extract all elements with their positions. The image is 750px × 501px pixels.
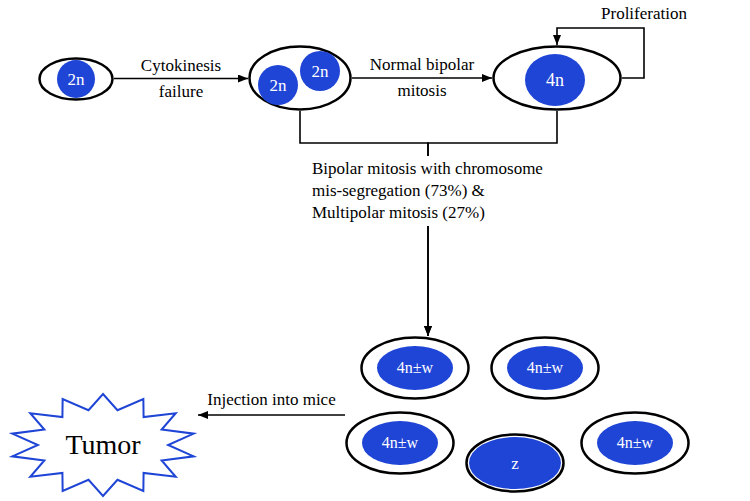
nucleus-label: 2n: [68, 71, 85, 88]
cell-membrane: [250, 47, 351, 110]
cell-membrane: [362, 338, 469, 399]
arrow: [114, 78, 248, 80]
arrow-label: Bipolar mitosis with chromosome mis-segr…: [308, 156, 548, 226]
cell-membrane: [347, 413, 454, 474]
nucleus-label: 4n±w: [382, 435, 418, 451]
cell-membrane: [40, 59, 113, 100]
nucleus-label: 4n±w: [527, 360, 563, 376]
nucleus: [469, 437, 561, 489]
tumor-label: Tumor: [65, 431, 140, 459]
cell-membrane: [582, 413, 689, 474]
nucleus-label: 4n±w: [397, 360, 433, 376]
cell: 4n±w: [580, 411, 690, 475]
cell: z: [465, 433, 565, 493]
cell: 2n: [38, 57, 114, 101]
arrow: [198, 414, 345, 416]
nucleus-label: 4n: [546, 71, 564, 89]
nucleus: [362, 421, 438, 465]
arrow-label: Proliferation: [601, 4, 687, 24]
arrow-label: Cytokinesis failure: [121, 53, 241, 105]
nucleus: [597, 421, 673, 465]
cell-membrane: [494, 47, 621, 110]
star-shape: [12, 394, 193, 496]
cell-membrane: [467, 435, 564, 492]
nucleus-label: 4n±w: [617, 435, 653, 451]
arrow-label: Normal bipolar mitosis: [359, 52, 485, 104]
cell-outline: [248, 45, 352, 111]
nucleus: [525, 54, 585, 106]
cell: 2n 2n: [248, 45, 352, 111]
cell: 4n±w: [490, 336, 600, 400]
cell: 4n±w: [360, 336, 470, 400]
cell: 4n: [492, 45, 622, 111]
nucleus: [377, 346, 453, 390]
nucleus: [300, 51, 340, 91]
tumor-star: Tumor: [8, 392, 198, 498]
nucleus: [57, 60, 95, 98]
arrow: [352, 77, 492, 79]
nucleus-label: 2n: [312, 63, 329, 80]
arrow-label: Injection into mice: [207, 390, 335, 410]
nucleus: [507, 346, 583, 390]
cell: 4n±w: [345, 411, 455, 475]
cell-membrane: [492, 338, 599, 399]
nucleus-label: z: [511, 455, 519, 472]
nucleus-label: 2n: [270, 77, 287, 94]
nucleus: [258, 65, 298, 105]
